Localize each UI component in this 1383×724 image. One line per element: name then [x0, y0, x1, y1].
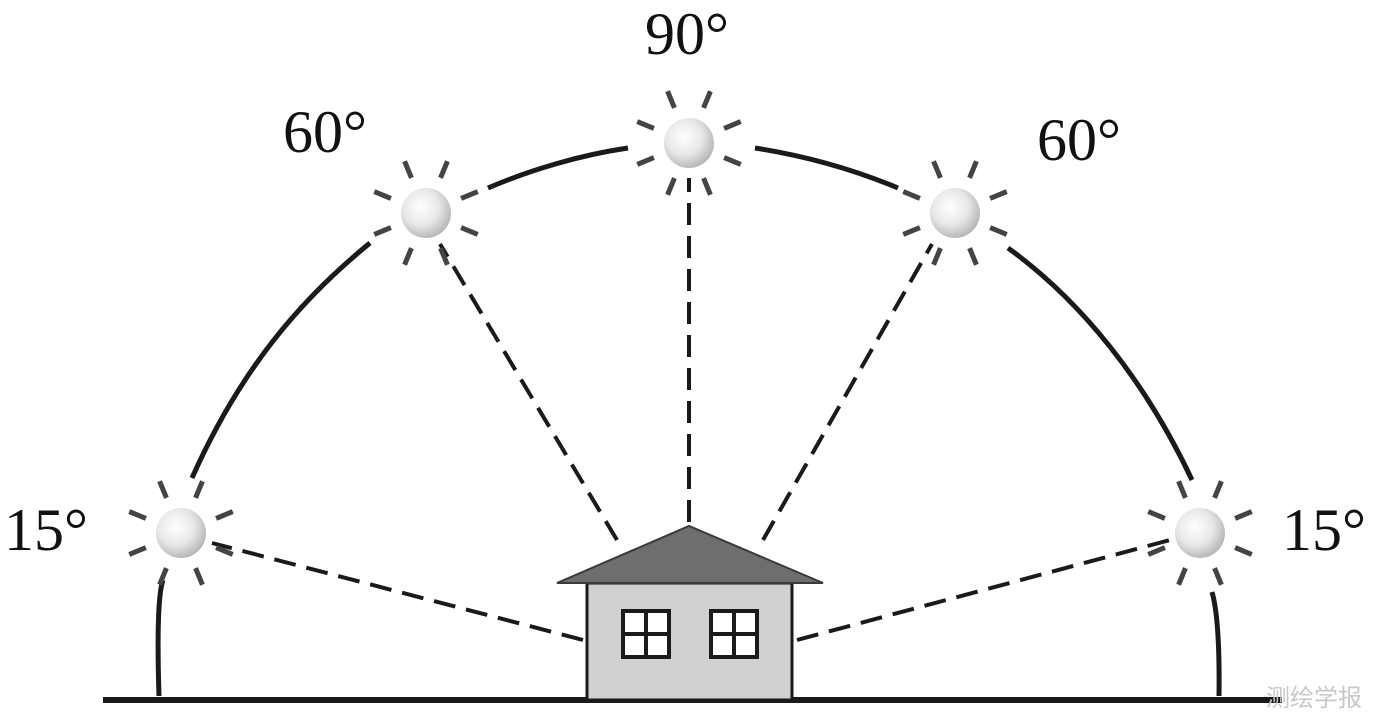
sun-ray [636, 155, 655, 167]
sun-ray [931, 160, 943, 179]
sun-disk [930, 188, 980, 238]
ray-left-low [211, 541, 584, 642]
sun-ray [931, 247, 943, 266]
sun-ray [402, 160, 414, 179]
sun-ray [460, 225, 479, 237]
arc-right-mid [1006, 245, 1195, 482]
sun-ray [438, 160, 450, 179]
sun-ray [1212, 567, 1224, 586]
sun-ray [157, 480, 169, 499]
ray-right-low [796, 538, 1171, 642]
ray-left-high [438, 242, 619, 542]
house-wall [585, 581, 794, 702]
suns [128, 90, 1253, 586]
sun-ray [1234, 545, 1253, 557]
sun-ray [723, 119, 742, 131]
sun-disk [1175, 508, 1225, 558]
sun-ray [723, 155, 742, 167]
sun-ray [1147, 545, 1166, 557]
sun-ray [989, 189, 1008, 201]
window-right [709, 609, 759, 659]
sun-ray [1147, 509, 1166, 521]
sun-ray [157, 567, 169, 586]
house [556, 524, 824, 702]
sun-right-low [1147, 480, 1253, 586]
sun-disk [664, 118, 714, 168]
sun-ray [989, 225, 1008, 237]
angle-label-left-low: 15° [4, 497, 88, 563]
sun-right-high [902, 160, 1008, 266]
sun-ray [665, 177, 677, 196]
sun-ray [701, 177, 713, 196]
sun-ray-lines [211, 178, 1171, 642]
angle-label-top: 90° [645, 1, 729, 67]
sun-ray [701, 90, 713, 109]
sun-ray [438, 247, 450, 266]
arc-left-mid [189, 241, 372, 480]
sun-ray [1212, 480, 1224, 499]
angle-label-right-high: 60° [1037, 107, 1121, 173]
ray-right-high [761, 243, 934, 541]
angle-label-left-high: 60° [283, 99, 367, 165]
sun-ray [373, 189, 392, 201]
sun-ray [373, 225, 392, 237]
arc-left-lower [155, 579, 166, 697]
sun-ray [967, 247, 979, 266]
sun-ray [902, 225, 921, 237]
sun-ray [1176, 480, 1188, 499]
window-left [621, 609, 671, 659]
sun-left-low [128, 480, 234, 586]
sun-ray [1176, 567, 1188, 586]
sun-disk [156, 508, 206, 558]
house-roof [556, 524, 824, 584]
arc-left-upper [487, 145, 629, 191]
sun-disk [401, 188, 451, 238]
sun-left-high [373, 160, 479, 266]
sun-ray [1234, 509, 1253, 521]
sun-ray [636, 119, 655, 131]
sun-ray [902, 189, 921, 201]
sun-path-arc [155, 145, 1222, 697]
sun-ray [215, 509, 234, 521]
sun-ray [193, 567, 205, 586]
sun-ray [215, 545, 234, 557]
sun-ray [402, 247, 414, 266]
sun-top [636, 90, 742, 196]
arc-right-upper [754, 145, 899, 191]
arc-right-lower [1209, 591, 1222, 697]
sun-ray [193, 480, 205, 499]
sun-ray [967, 160, 979, 179]
watermark: 测绘学报 [1266, 684, 1362, 712]
sun-ray [128, 509, 147, 521]
sun-ray [460, 189, 479, 201]
sun-ray [128, 545, 147, 557]
sun-ray [665, 90, 677, 109]
angle-label-right-low: 15° [1282, 497, 1366, 563]
